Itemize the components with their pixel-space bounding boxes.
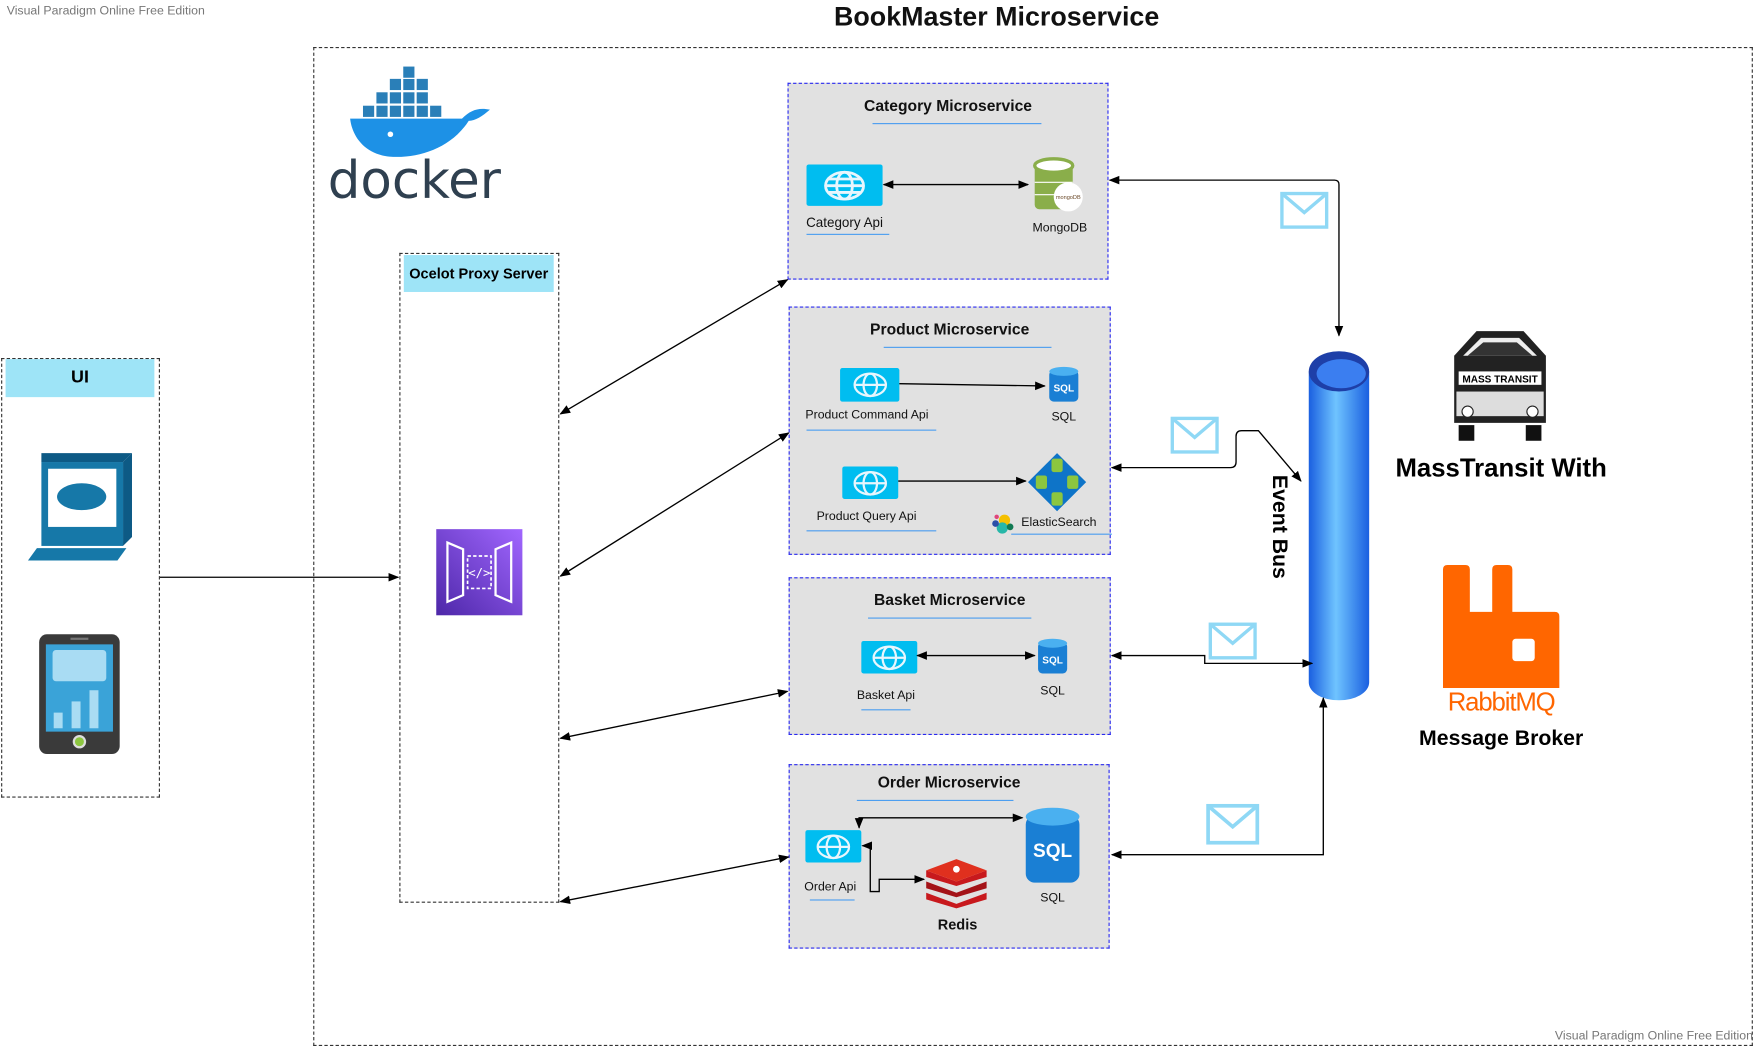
basket-api-label: Basket Api [856,689,915,703]
category-bus-arrow [1108,175,1344,337]
basket-bus-arrow [1110,651,1314,668]
message-envelope-icon [1280,191,1329,229]
category-api-globe-icon[interactable] [806,164,883,206]
rabbitmq-logo-icon [1442,564,1560,689]
rabbitmq-logo-text: RabbitMQ [1447,686,1556,716]
mobile-dashboard-icon [39,634,120,755]
message-envelope-icon [1208,622,1257,660]
docker-whale-icon [350,65,490,157]
message-envelope-icon [1206,803,1260,845]
order-api-globe-icon[interactable] [805,830,862,863]
watermark-bottom: Visual Paradigm Online Free Edition [1554,1029,1753,1043]
product-sql-label: SQL [1051,410,1077,424]
category-title: Category Microservice [864,96,1033,115]
basket-sql-label: SQL [1040,684,1065,699]
gateway-product-arrow [559,432,790,577]
gateway-category-arrow [559,279,789,415]
product-bus-arrow [1110,430,1302,482]
order-api-sql-arrow [854,813,1024,829]
svg-text:mongoDB: mongoDB [1056,195,1081,201]
basket-api-globe-icon[interactable] [861,641,918,674]
svg-text:MASS TRANSIT: MASS TRANSIT [1462,375,1538,386]
product-title: Product Microservice [870,319,1030,338]
sql-database-icon: SQL [1025,807,1080,883]
order-bus-arrow [1110,696,1328,859]
masstransit-bus-icon: MASS TRANSIT [1454,331,1546,441]
desktop-computer-icon [27,453,132,561]
page-title: BookMaster Microservice [834,2,1160,33]
mongodb-icon: mongoDB [1033,157,1083,212]
gateway-order-arrow [559,854,790,905]
product-query-api-label: Product Query Api [816,510,917,524]
ocelot-header: Ocelot Proxy Server [403,255,554,292]
order-api-redis-arrow [861,841,926,893]
category-api-label: Category Api [806,214,883,231]
message-envelope-icon [1170,416,1219,454]
ocelot-gateway-container [399,252,560,903]
docker-logo: docker [328,65,501,206]
product-query-api-globe-icon[interactable] [842,466,899,499]
sql-database-icon: SQL [1049,366,1079,402]
product-command-api-label: Product Command Api [805,408,929,422]
command-api-sql-arrow [899,381,1046,391]
event-bus-cylinder [1308,351,1370,701]
docker-boundary [313,46,1753,1046]
sql-database-icon: SQL [1038,638,1068,674]
message-broker-label: Message Broker [1419,727,1584,751]
api-gateway-icon: </> [436,529,523,616]
elastic-logo-icon [992,514,1014,534]
ui-container [1,357,160,798]
mongodb-label: MongoDB [1032,221,1088,235]
order-sql-label: SQL [1040,891,1065,906]
svg-text:SQL: SQL [1033,841,1072,862]
ui-header: UI [5,359,155,398]
svg-text:SQL: SQL [1053,384,1074,395]
redis-label: Redis [937,916,978,933]
svg-text:</>: </> [468,566,490,580]
order-api-label: Order Api [804,880,857,894]
elasticsearch-label: ElasticSearch [1021,515,1097,530]
basket-microservice: Basket Microservice Basket Api SQL SQL [788,577,1111,735]
watermark-top: Visual Paradigm Online Free Edition [6,4,205,18]
product-command-api-globe-icon[interactable] [840,368,900,402]
order-title: Order Microservice [877,773,1021,791]
svg-text:SQL: SQL [1042,655,1063,666]
product-microservice: Product Microservice Product Command Api… [788,306,1112,555]
redis-icon [926,859,987,909]
basket-title: Basket Microservice [873,590,1026,609]
order-microservice: Order Microservice Order Api SQL SQL Red… [788,764,1110,949]
masstransit-label: MassTransit With [1395,453,1607,483]
gateway-basket-arrow [559,689,789,741]
elasticsearch-cluster-icon [1027,453,1087,512]
